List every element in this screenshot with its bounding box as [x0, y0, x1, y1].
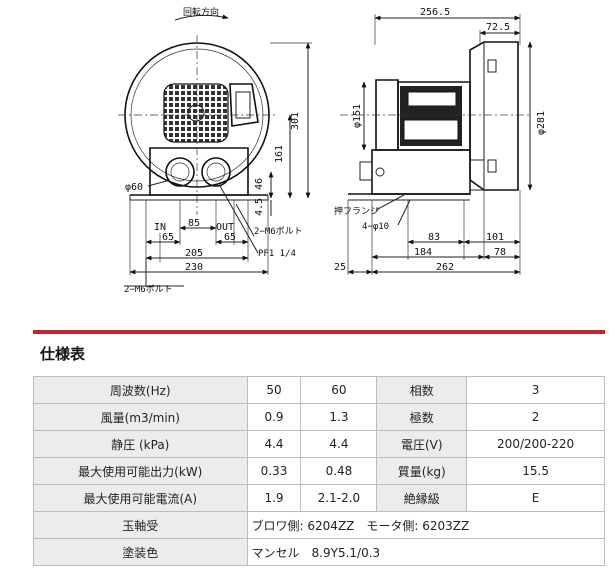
section-divider: [33, 330, 605, 334]
motor-grille: [163, 83, 229, 143]
spec-value: 2.1-2.0: [300, 484, 378, 512]
table-row: 周波数(Hz) 50 60 相数 3: [33, 376, 605, 404]
spec-value: E: [466, 484, 605, 512]
dim-65b: 65: [224, 232, 236, 243]
spec-value: 60: [300, 376, 378, 404]
dim-phi60: φ60: [125, 182, 143, 193]
spec-label: 静圧 (kPa): [33, 430, 248, 458]
dim-phi151: φ151: [352, 104, 363, 128]
m6-bolt-label-right: 2−M6ボルト: [254, 226, 303, 237]
spec-value: 4.4: [300, 430, 378, 458]
m6-bolt-label-left: 2−M6ボルト: [124, 284, 173, 295]
paint-value: マンセル 8.9Y5.1/0.3: [246, 538, 606, 566]
spec-label: 最大使用可能出力(kW): [33, 457, 248, 485]
spec-label: 最大使用可能電流(A): [33, 484, 248, 512]
spec-value: 2: [466, 403, 605, 431]
spec-value: 15.5: [466, 457, 605, 485]
side-view: 256.5 72.5 φ151 φ281 押フランジ 4−φ10: [334, 7, 547, 275]
spec-label: 絶縁級: [376, 484, 468, 512]
spec-value: 0.33: [246, 457, 302, 485]
pf-label: PF1 1/4: [258, 249, 296, 259]
dim-301: 301: [290, 112, 301, 130]
table-row: 風量(m3/min) 0.9 1.3 極数 2: [33, 403, 605, 431]
dim-65a: 65: [162, 232, 174, 243]
spec-value: 200/200-220: [466, 430, 605, 458]
dim-46: 46: [254, 178, 265, 190]
out-label: OUT: [216, 222, 234, 233]
spec-title: 仕様表: [40, 345, 86, 363]
bearing-value: ブロワ側: 6204ZZ モータ側: 6203ZZ: [246, 511, 606, 539]
dim-230: 230: [185, 262, 203, 273]
spec-label: 周波数(Hz): [33, 376, 248, 404]
table-row: 静圧 (kPa) 4.4 4.4 電圧(V) 200/200-220: [33, 430, 605, 458]
dim-256-5: 256.5: [420, 7, 450, 18]
rotation-label: 回転方向: [183, 6, 219, 18]
flange-label: 押フランジ: [334, 205, 379, 217]
bearing-label: 玉軸受: [33, 511, 248, 539]
dim-161: 161: [274, 145, 285, 163]
spec-label: 質量(kg): [376, 457, 468, 485]
spec-label: 極数: [376, 403, 468, 431]
dim-85: 85: [188, 218, 200, 229]
blower-dimension-drawing: 回転方向 301 161 46 4.5 φ60: [118, 6, 547, 295]
spec-value: 4.4: [246, 430, 302, 458]
table-row: 最大使用可能電流(A) 1.9 2.1-2.0 絶縁級 E: [33, 484, 605, 512]
front-view: 回転方向 301 161 46 4.5 φ60: [118, 6, 312, 295]
table-row: 玉軸受 ブロワ側: 6204ZZ モータ側: 6203ZZ: [33, 511, 606, 539]
dim-25: 25: [334, 262, 346, 273]
spec-value: 3: [466, 376, 605, 404]
spec-value: 0.48: [300, 457, 378, 485]
dim-262: 262: [436, 262, 454, 273]
spec-table: 周波数(Hz) 50 60 相数 3 風量(m3/min) 0.9 1.3 極数…: [33, 376, 606, 566]
spec-value: 1.3: [300, 403, 378, 431]
phi10-label: 4−φ10: [362, 222, 389, 232]
table-row: 塗装色 マンセル 8.9Y5.1/0.3: [33, 538, 606, 566]
table-row: 最大使用可能出力(kW) 0.33 0.48 質量(kg) 15.5: [33, 457, 605, 485]
dim-72-5: 72.5: [486, 22, 510, 33]
spec-value: 1.9: [246, 484, 302, 512]
dim-4-5: 4.5: [254, 198, 265, 216]
in-label: IN: [154, 222, 166, 233]
spec-label: 電圧(V): [376, 430, 468, 458]
spec-value: 50: [246, 376, 302, 404]
dim-184: 184: [414, 247, 432, 258]
paint-label: 塗装色: [33, 538, 248, 566]
spec-label: 相数: [376, 376, 468, 404]
spec-label: 風量(m3/min): [33, 403, 248, 431]
dim-205: 205: [185, 248, 203, 259]
dim-83: 83: [428, 232, 440, 243]
spec-value: 0.9: [246, 403, 302, 431]
dim-78: 78: [494, 247, 506, 258]
dim-101: 101: [486, 232, 504, 243]
dim-phi281: φ281: [536, 111, 547, 135]
